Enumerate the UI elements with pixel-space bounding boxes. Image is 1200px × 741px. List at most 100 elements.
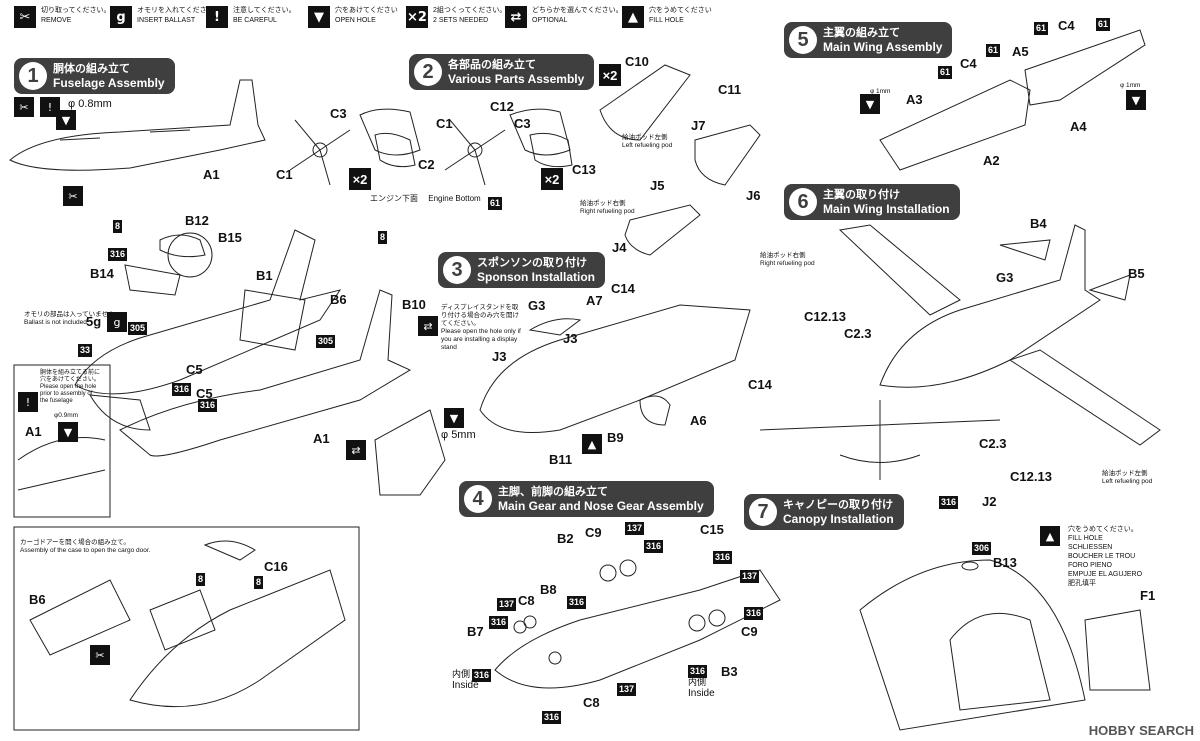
fill-hole-line: 肥孔填平 <box>1068 580 1096 587</box>
right-pod-note-en: Right refueling pod <box>760 260 815 267</box>
paint-code-tag: 306 <box>972 542 992 555</box>
paint-code-tag: 8 <box>113 220 123 233</box>
part-label: C14 <box>611 281 635 296</box>
part-label: A3 <box>906 92 923 107</box>
caution-icon: ! <box>18 392 38 412</box>
part-label: C8 <box>518 593 535 608</box>
paint-code-tag: 316 <box>489 616 509 629</box>
paint-code-tag: 316 <box>713 551 733 564</box>
ballast-note-jp: オモリの部品は入っていません。 <box>24 311 121 318</box>
step-6-title-en: Main Wing Installation <box>823 202 950 216</box>
open-hole-icon: ▼ <box>1126 90 1146 110</box>
legend-item: ✂切り取ってください。REMOVE <box>14 6 110 40</box>
fill-hole-icon: ▲ <box>1040 526 1060 546</box>
cargo-door-note-jp: カーゴドアーを開く場合の組み立て。 <box>20 539 130 546</box>
left-pod-note-jp: 給油ポッド左側 <box>622 134 668 141</box>
step-3-number: 3 <box>443 256 471 284</box>
open-hole-icon: ▼ <box>444 408 464 428</box>
fuselage-hole-note-jp: 胴体を組み立てる前に穴をあけてください。 <box>40 370 101 383</box>
remove-icon: ✂ <box>90 645 110 665</box>
watermark: HOBBY SEARCH <box>1088 723 1194 738</box>
part-label: C11 <box>718 82 742 97</box>
part-label: C12.13 <box>804 309 846 324</box>
paint-code-tag: 137 <box>740 570 760 583</box>
step-2-title-en: Various Parts Assembly <box>448 72 585 86</box>
part-label: C12 <box>490 99 514 114</box>
part-label: A1 <box>25 424 42 439</box>
part-label: C2.3 <box>844 326 872 341</box>
paint-code-tag: 316 <box>108 248 128 261</box>
caution-icon: ! <box>206 6 228 28</box>
step-3-title-jp: スポンソンの取り付け <box>477 257 587 269</box>
hole-size-label: φ 0.8mm <box>68 98 112 110</box>
part-label: C3 <box>330 106 347 121</box>
paint-code-tag: 61 <box>488 197 503 210</box>
step-4-number: 4 <box>464 485 492 513</box>
remove-icon: ✂ <box>14 6 36 28</box>
part-label: C8 <box>583 695 600 710</box>
paint-code-tag: 316 <box>472 669 492 682</box>
legend-item: ⇄どちらかを選んでください。OPTIONAL <box>505 6 623 40</box>
paint-code-tag: 61 <box>938 66 953 79</box>
legend-text: 2組つくってください。2 SETS NEEDED <box>433 6 506 26</box>
part-label: C4 <box>1058 18 1075 33</box>
fill-hole-icon: ▲ <box>622 6 644 28</box>
step-3-title-en: Sponson Installation <box>477 270 596 284</box>
part-label: C13 <box>572 162 596 177</box>
hole-size-label: φ 1mm <box>1120 82 1141 89</box>
ballast-icon: g <box>107 312 127 332</box>
ballast-icon: g <box>110 6 132 28</box>
legend-text-en: BE CAREFUL <box>233 17 277 24</box>
fill-hole-line: FORO PIENO <box>1068 562 1112 569</box>
step-1-title-jp: 胴体の組み立て <box>53 63 130 75</box>
left-pod-note-en: Left refueling pod <box>622 142 673 149</box>
paint-code-tag: 8 <box>378 231 388 244</box>
optional-icon: ⇄ <box>418 316 438 336</box>
part-label: B13 <box>993 555 1017 570</box>
legend-text: 切り取ってください。REMOVE <box>41 6 110 26</box>
display-stand-note: ディスプレイスタンドを取り付ける場合のみ穴を開けてください。 Please op… <box>441 304 521 352</box>
part-label: C5 <box>196 386 213 401</box>
part-label: B6 <box>330 292 347 307</box>
open-hole-icon: ▼ <box>308 6 330 28</box>
fuselage-hole-note: 胴体を組み立てる前に穴をあけてください。 Please open the hol… <box>40 370 102 405</box>
legend-text-jp: 注意してください。 <box>233 7 296 14</box>
part-label: F1 <box>1140 588 1156 603</box>
legend-text-en: OPEN HOLE <box>335 17 376 24</box>
part-label: J7 <box>691 118 706 133</box>
part-label: C16 <box>264 559 288 574</box>
paint-code-tag: 61 <box>986 44 1001 57</box>
fill-hole-icon: ▲ <box>582 434 602 454</box>
left-pod-note-jp: 給油ポッド左側 <box>1102 470 1148 477</box>
part-label: A7 <box>586 293 603 308</box>
fill-hole-line: SCHLIESSEN <box>1068 544 1113 551</box>
part-label: B8 <box>540 582 557 597</box>
step-6-number: 6 <box>789 188 817 216</box>
part-label: C10 <box>625 54 649 69</box>
part-label: C1 <box>436 116 453 131</box>
step-6-title-jp: 主翼の取り付け <box>823 189 900 201</box>
paint-code-tag: 8 <box>254 576 264 589</box>
paint-code-tag: 316 <box>688 665 708 678</box>
fuselage-hole-note-en: Please open the hole prior to assembly o… <box>40 384 97 404</box>
paint-code-tag: 33 <box>78 344 93 357</box>
part-label: G3 <box>528 298 546 313</box>
remove-icon: ✂ <box>63 186 83 206</box>
two-sets-icon: ×2 <box>541 168 563 190</box>
legend-text-jp: 穴をうめてください <box>649 7 712 14</box>
optional-icon: ⇄ <box>346 440 366 460</box>
step-5-title-en: Main Wing Assembly <box>823 40 943 54</box>
fill-hole-line: BOUCHER LE TROU <box>1068 553 1136 560</box>
legend-text-en: OPTIONAL <box>532 17 568 24</box>
step-7-title-jp: キャノピーの取り付け <box>783 499 893 511</box>
display-stand-note-en: Please open the hole only if you are ins… <box>441 328 521 351</box>
fill-hole-line: FILL HOLE <box>1068 535 1103 542</box>
left-pod-note: 給油ポッド左側 Left refueling pod <box>622 134 672 150</box>
part-label: C3 <box>514 116 531 131</box>
step-2-title-jp: 各部品の組み立て <box>448 59 536 71</box>
